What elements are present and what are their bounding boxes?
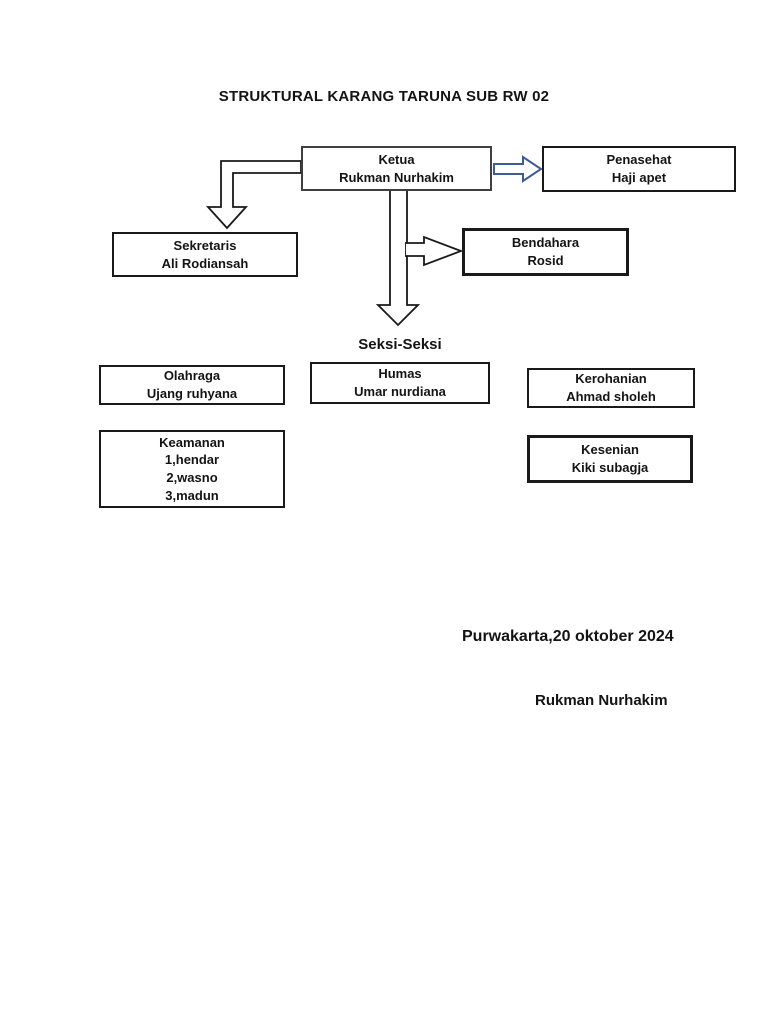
box-penasehat: Penasehat Haji apet [542,146,736,192]
box-seksi-olahraga: Olahraga Ujang ruhyana [99,365,285,405]
bendahara-role-label: Bendahara [511,235,580,251]
box-bendahara: Bendahara Rosid [462,228,629,276]
bendahara-name-label: Rosid [527,253,564,268]
keamanan-member-1: 1,hendar [164,452,220,468]
olahraga-role-label: Olahraga [163,368,221,384]
ketua-role-label: Ketua [378,151,415,167]
kesenian-role-label: Kesenian [581,442,639,458]
box-seksi-keamanan: Keamanan 1,hendar 2,wasno 3,madun [99,430,285,508]
signature-name-text: Rukman Nurhakim [535,692,668,709]
box-seksi-humas: Humas Umar nurdiana [310,362,490,404]
seksi-section-heading: Seksi-Seksi [358,336,442,353]
right-arrow-to-bendahara-icon [405,234,465,270]
sekretaris-role-label: Sekretaris [173,237,237,253]
down-arrow-ketua-to-seksi-icon [375,189,425,329]
ketua-name-label: Rukman Nurhakim [339,169,454,185]
box-ketua: Ketua Rukman Nurhakim [301,146,492,191]
box-sekretaris: Sekretaris Ali Rodiansah [112,232,298,277]
kesenian-name-label: Kiki subagja [571,460,649,475]
kerohanian-role-label: Kerohanian [575,371,647,387]
keamanan-member-2: 2,wasno [166,470,218,485]
kerohanian-name-label: Ahmad sholeh [566,389,656,404]
penasehat-role-label: Penasehat [606,152,672,168]
box-seksi-kesenian: Kesenian Kiki subagja [527,435,693,483]
page-title: STRUKTURAL KARANG TARUNA SUB RW 02 [218,88,550,105]
keamanan-role-label: Keamanan [159,434,225,450]
humas-role-label: Humas [378,366,422,382]
bent-arrow-ketua-to-sekretaris-icon [205,152,305,232]
sekretaris-name-label: Ali Rodiansah [161,255,249,271]
penasehat-name-label: Haji apet [611,170,667,185]
humas-name-label: Umar nurdiana [354,384,446,399]
right-arrow-to-penasehat-icon [493,155,543,184]
box-seksi-kerohanian: Kerohanian Ahmad sholeh [527,368,695,408]
keamanan-member-3: 3,madun [165,487,219,503]
olahraga-name-label: Ujang ruhyana [146,386,238,401]
place-date-text: Purwakarta,20 oktober 2024 [462,628,674,645]
